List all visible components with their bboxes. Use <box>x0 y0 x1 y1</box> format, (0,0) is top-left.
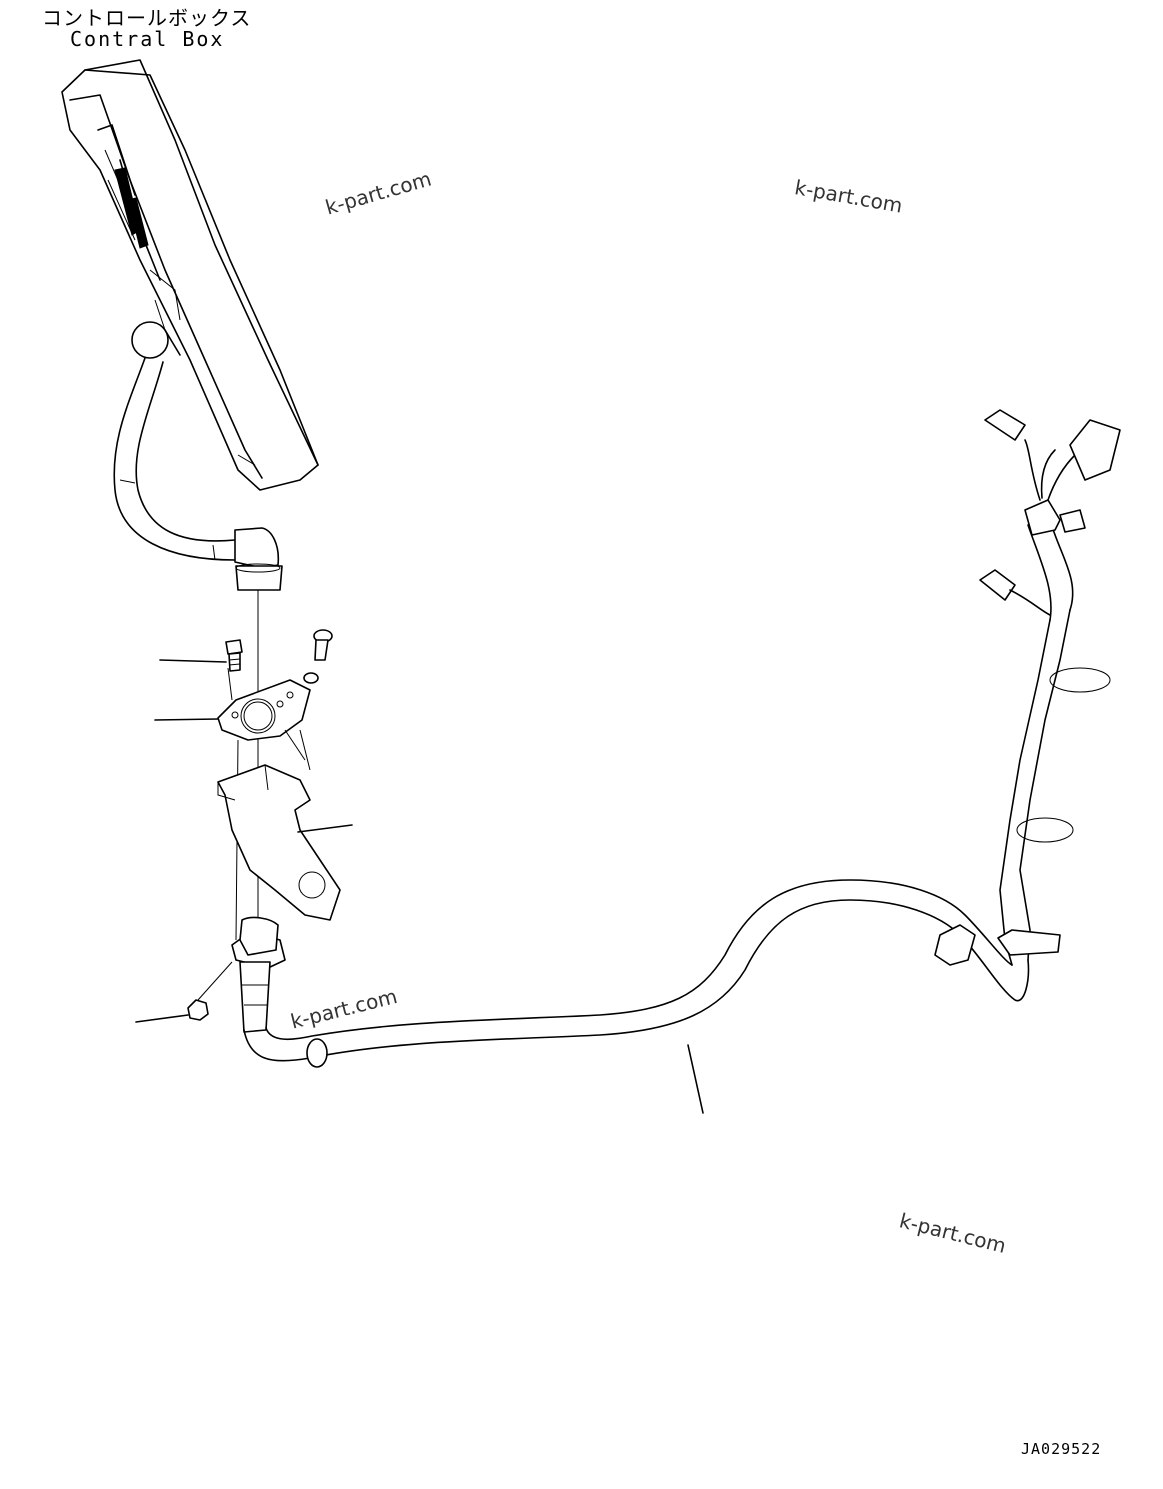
wiring-harness <box>243 519 1111 1114</box>
nut <box>135 961 233 1023</box>
part-name-english: Contral Box <box>70 27 225 51</box>
control-box <box>61 59 319 491</box>
bracket <box>217 764 353 921</box>
part-name-japanese: コントロールボックス <box>42 6 252 30</box>
drawing-code: JA029522 <box>1021 1440 1102 1458</box>
mounting-plate <box>154 679 311 771</box>
bolt <box>159 639 243 672</box>
upper-cable <box>113 357 283 591</box>
lower-grommet <box>231 916 286 1033</box>
harness-connectors <box>979 409 1121 616</box>
screw-and-washer <box>303 629 333 684</box>
